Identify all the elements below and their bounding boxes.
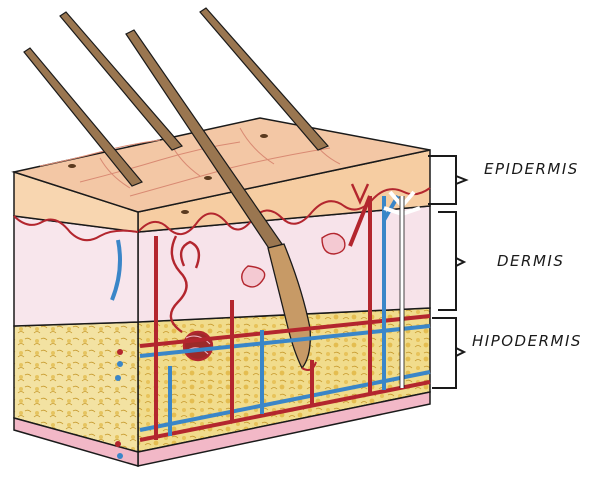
label-epidermis: EPIDERMIS (484, 160, 579, 178)
bracket-dermis (438, 212, 456, 310)
bracket-hipodermis (432, 318, 456, 388)
bracket-epidermis (428, 156, 456, 204)
label-dermis: DERMIS (497, 252, 564, 270)
layer-brackets (428, 156, 466, 388)
label-hipodermis: HIPODERMIS (472, 332, 582, 350)
